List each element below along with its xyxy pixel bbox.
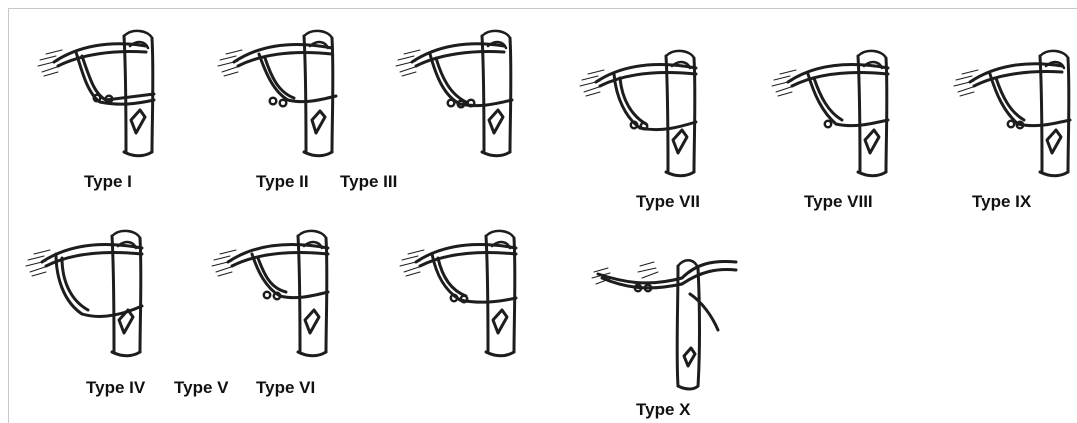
vessel-sketch-type-2	[214, 16, 364, 156]
label-type-6: Type VI	[256, 378, 315, 398]
vessel-sketch-type-7	[576, 36, 726, 176]
vessel-sketch-type-6	[396, 216, 546, 356]
drawing-type-4	[22, 216, 172, 356]
label-type-1: Type I	[84, 172, 132, 192]
vessel-sketch-type-1	[34, 16, 184, 156]
drawing-type-3	[392, 16, 542, 156]
drawing-type-1	[34, 16, 184, 156]
drawing-type-6	[396, 216, 546, 356]
label-type-7: Type VII	[636, 192, 700, 212]
vessel-sketch-type-8	[768, 36, 918, 176]
label-type-8: Type VIII	[804, 192, 873, 212]
vessel-sketch-type-3	[392, 16, 542, 156]
label-type-2: Type II	[256, 172, 309, 192]
drawing-type-5	[208, 216, 358, 356]
label-type-5: Type V	[174, 378, 228, 398]
label-type-10: Type X	[636, 400, 690, 420]
vessel-sketch-type-4	[22, 216, 172, 356]
drawing-type-7	[576, 36, 726, 176]
drawing-type-8	[768, 36, 918, 176]
vessel-sketch-type-5	[208, 216, 358, 356]
drawing-type-9	[950, 36, 1077, 176]
vessel-sketch-type-9	[950, 36, 1077, 176]
label-type-3: Type III	[340, 172, 397, 192]
vessel-sketch-type-10	[590, 238, 740, 378]
frame-left-border	[8, 8, 9, 423]
frame-top-border	[8, 8, 1077, 9]
drawing-type-10	[590, 238, 740, 378]
label-type-4: Type IV	[86, 378, 145, 398]
drawing-type-2	[214, 16, 364, 156]
label-type-9: Type IX	[972, 192, 1031, 212]
